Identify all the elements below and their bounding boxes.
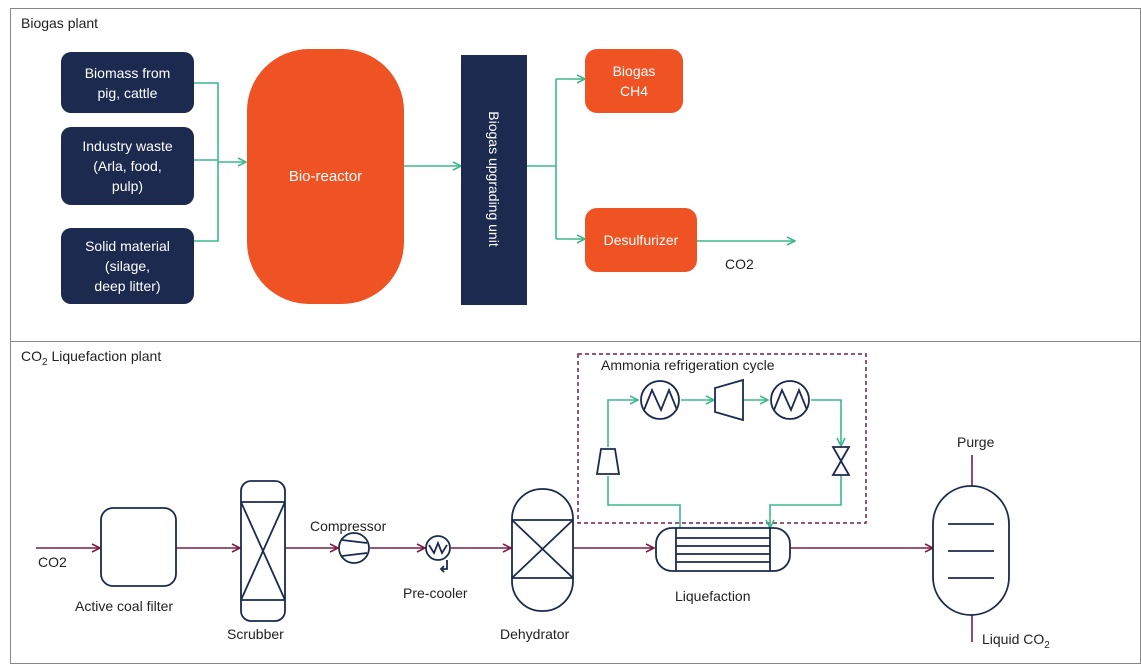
co2-liquefaction-title: CO2 Liquefaction plant	[21, 348, 162, 368]
precooler-symbol	[425, 535, 451, 573]
liquefaction-exchanger	[655, 527, 791, 572]
dehydrator-vessel	[511, 488, 574, 612]
biogas-upgrading-unit	[461, 55, 527, 305]
liquefaction-label: Liquefaction	[675, 588, 751, 604]
biogas-upgrading-label: Biogas upgrading unit	[486, 111, 502, 247]
refrigeration-cycle-label: Ammonia refrigeration cycle	[601, 357, 775, 373]
input-biomass: Biomass from pig, cattle	[61, 52, 194, 113]
coal-filter-vessel	[100, 507, 177, 587]
dehydrator-label: Dehydrator	[500, 626, 570, 642]
input-industry-waste: Industry waste (Arla, food, pulp)	[61, 127, 194, 205]
scrubber-column	[240, 480, 286, 622]
biogas-ch4-output: Biogas CH4	[585, 49, 683, 113]
purge-label: Purge	[957, 434, 995, 450]
refrigeration-compressor	[595, 448, 621, 475]
desulfurizer: Desulfurizer	[585, 208, 697, 272]
co2-input-label: CO2	[38, 554, 67, 570]
biogas-flow-lines	[194, 79, 795, 241]
input-solid-material: Solid material (silage, deep litter)	[61, 228, 194, 304]
coal-filter-label: Active coal filter	[75, 598, 174, 614]
refrigeration-expander	[714, 378, 744, 422]
heat-exchanger-1	[640, 380, 680, 420]
compressor-symbol	[338, 532, 370, 564]
heat-exchanger-2	[770, 380, 810, 420]
compressor-label: Compressor	[310, 518, 387, 534]
precooler-label: Pre-cooler	[403, 585, 468, 601]
biogas-plant-title: Biogas plant	[21, 15, 99, 31]
co2-output-label: CO2	[725, 256, 754, 272]
expansion-valve	[831, 446, 851, 476]
liquid-co2-label: Liquid CO2	[982, 631, 1050, 651]
co2-flow-lines	[36, 455, 973, 642]
bio-reactor: Bio-reactor	[247, 49, 404, 304]
refrigeration-flow-lines	[607, 400, 841, 528]
separator-vessel	[932, 485, 1010, 616]
scrubber-label: Scrubber	[227, 626, 284, 642]
refrigeration-cycle-boundary	[577, 353, 867, 524]
